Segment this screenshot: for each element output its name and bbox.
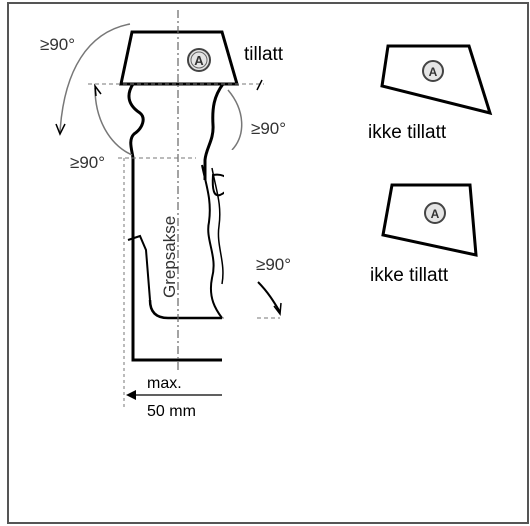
crop-mask (224, 150, 256, 430)
dimension-label-value: 50 mm (147, 403, 196, 420)
angle-arc-left-shaft-head (93, 83, 102, 97)
guard-notch (127, 234, 151, 301)
variant-1-caption: ikke tillatt (368, 122, 447, 143)
variant-2-caption: ikke tillatt (370, 265, 449, 286)
angle-arc-lower-right-head (273, 302, 282, 317)
caption-allowed: tillatt (244, 44, 284, 65)
handle-right-outline (203, 83, 225, 180)
dimension-arrow (126, 390, 136, 400)
grip-inner-outline-2 (211, 167, 224, 285)
grip-inner-outline (201, 164, 223, 319)
variant-2-shape (381, 183, 478, 257)
variant-2-emblem (424, 202, 446, 224)
angle-arc-right-head (256, 79, 263, 91)
figure-border (7, 2, 529, 524)
grip-axis-label: Grepsakse (160, 216, 179, 298)
variant-1-emblem-letter: A (429, 65, 438, 79)
angle-arc-top-left (59, 23, 131, 133)
variant-not-allowed-1: A ikke tillatt (368, 44, 493, 143)
handle-left-outline (127, 83, 222, 362)
top-emblem: A (187, 48, 211, 72)
angle-label-lower-right: ≥90° (256, 255, 291, 274)
angle-label-left-shaft: ≥90° (70, 153, 105, 172)
guard-inner (148, 299, 222, 320)
angle-arc-right (227, 89, 243, 151)
variant-2-emblem-letter: A (431, 207, 440, 221)
variant-1-shape (380, 44, 493, 116)
angle-arc-top-left-head (55, 123, 66, 136)
dimension-label-max: max. (147, 375, 182, 392)
angle-arc-lower-right (257, 281, 281, 313)
handle-diagram: A Grepsakse ≥90° ≥90° (40, 10, 291, 430)
angle-label-top-left: ≥90° (40, 35, 75, 54)
variant-not-allowed-2: A ikke tillatt (370, 183, 478, 286)
variant-1-emblem (422, 60, 444, 82)
pommel-trapezoid (119, 30, 239, 86)
angle-arc-left-shaft (94, 87, 133, 156)
top-emblem-letter: A (194, 53, 204, 68)
angle-label-right: ≥90° (251, 119, 286, 138)
